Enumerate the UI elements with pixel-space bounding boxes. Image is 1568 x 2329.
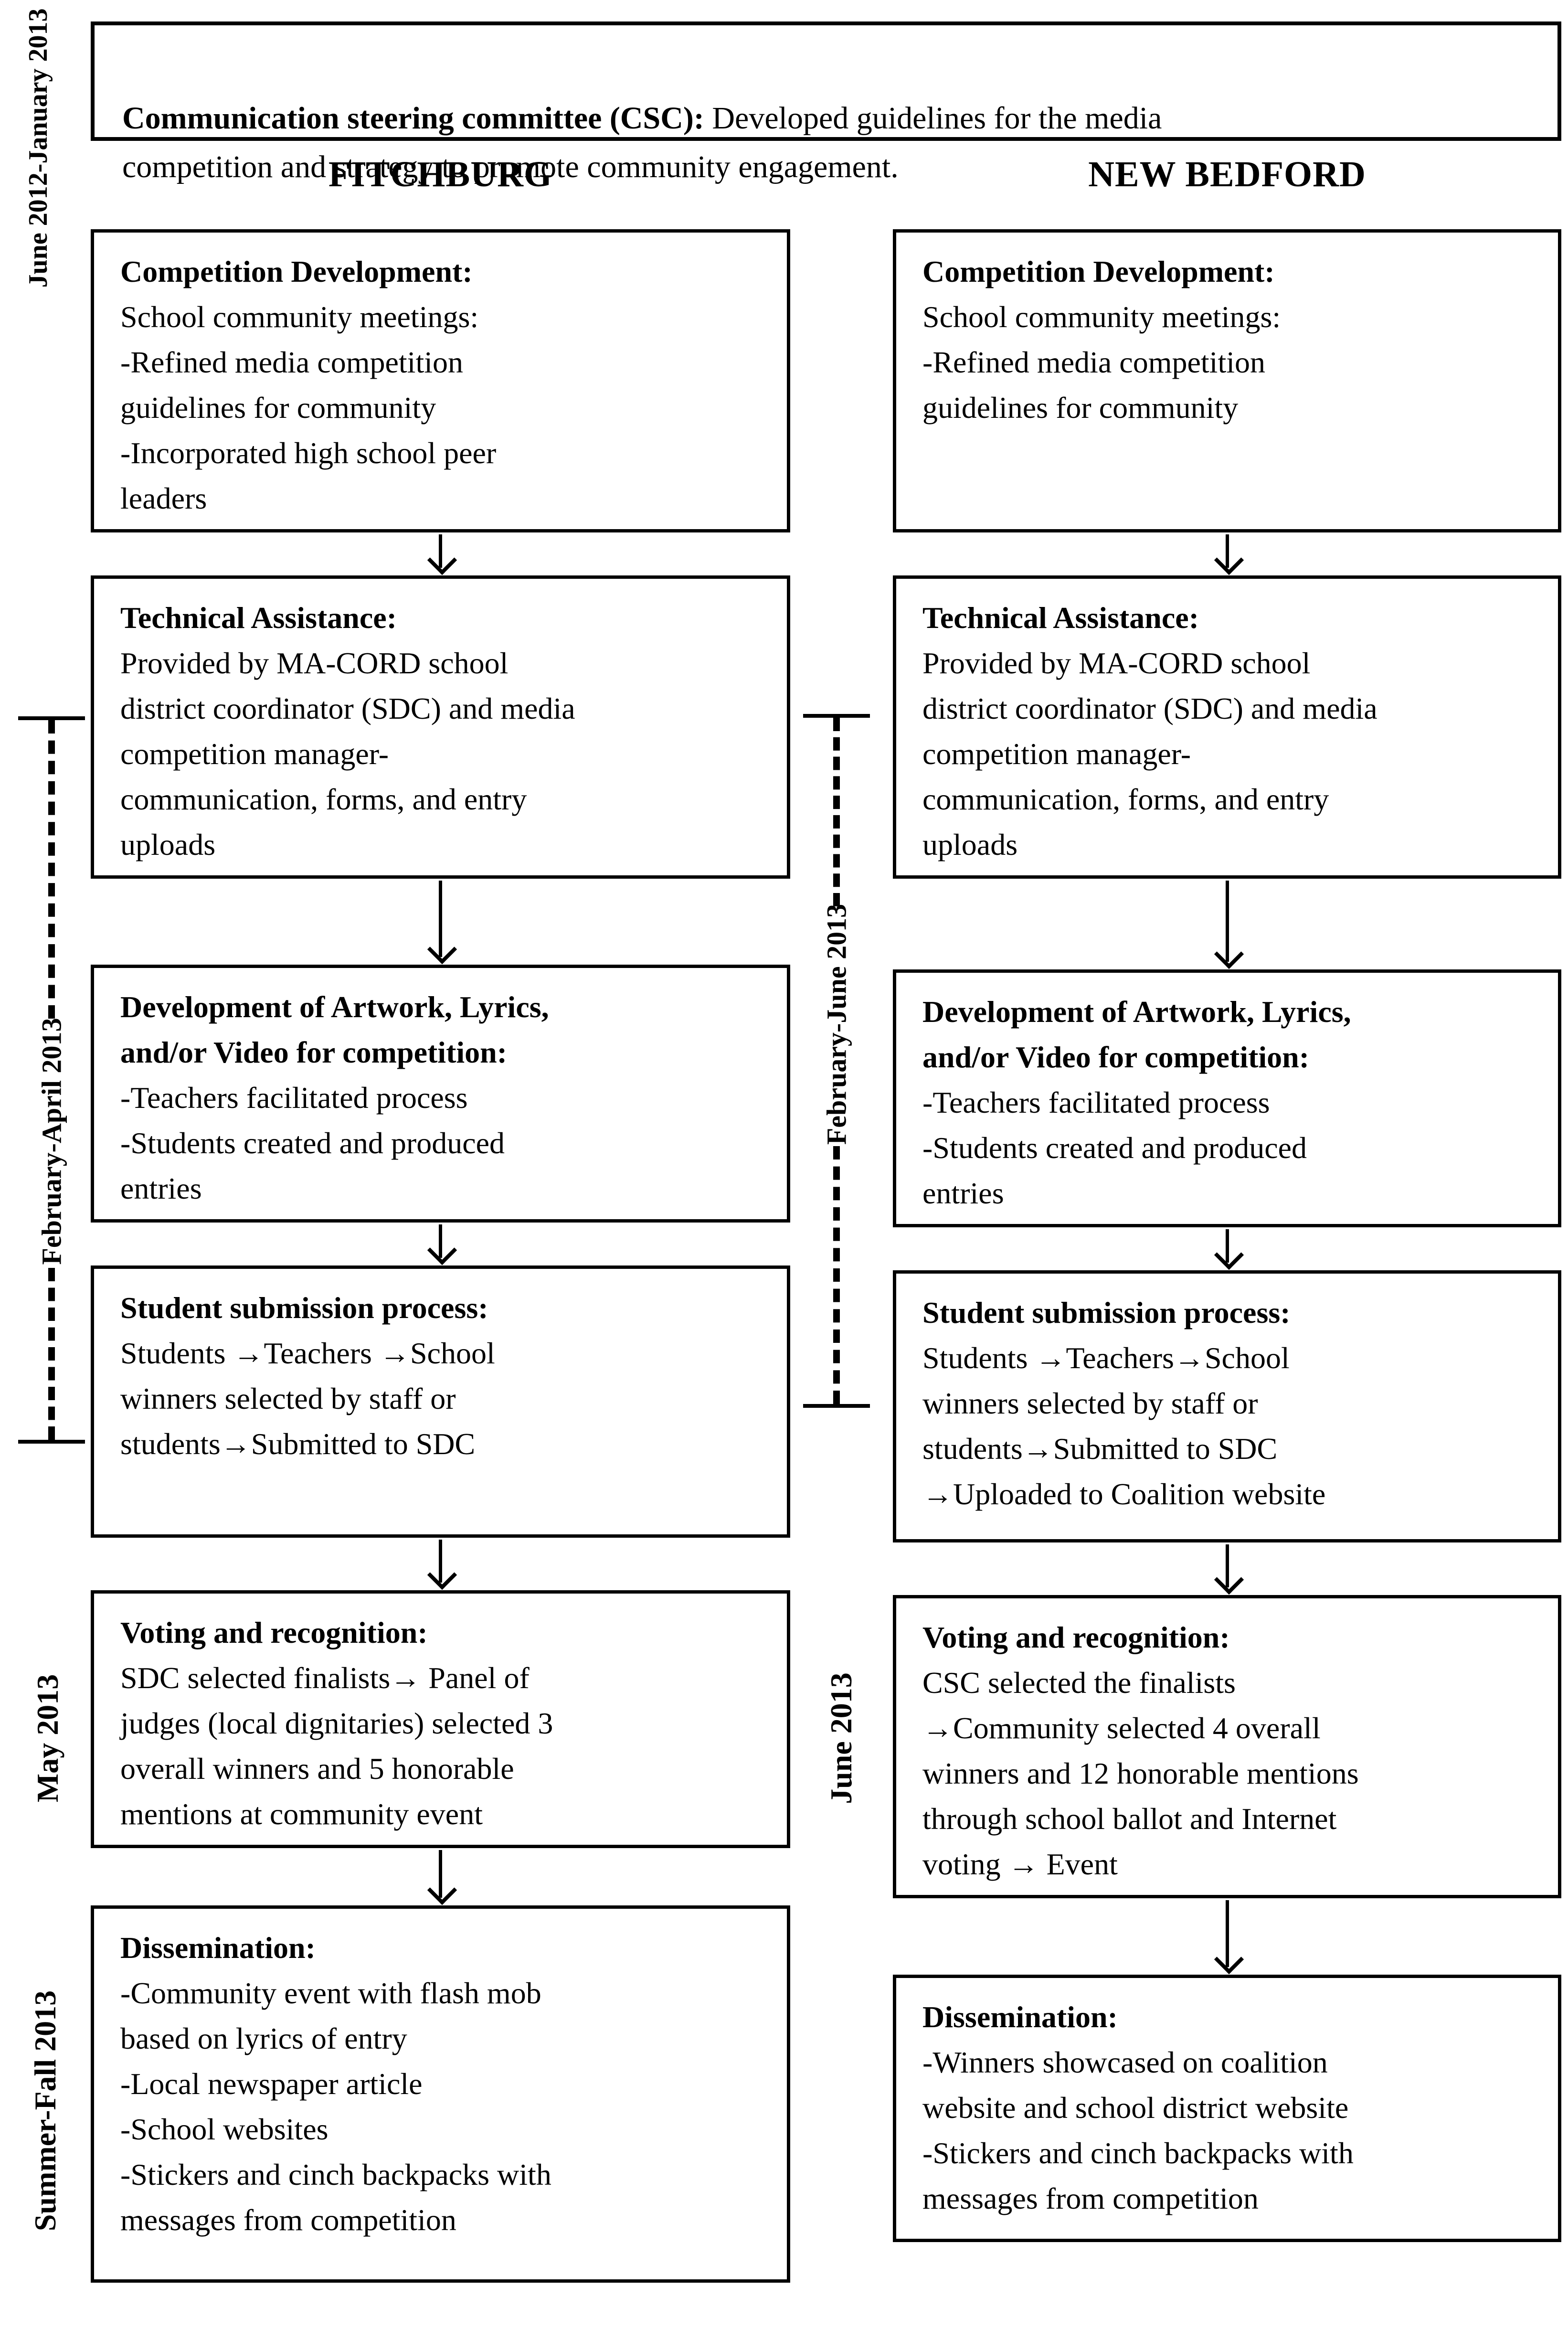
timeline-label-june2012-january2013: June 2012-January 2013: [23, 8, 53, 288]
csc-note-text: Developed guidelines for the media compe…: [122, 101, 1162, 184]
box-body: -Teachers facilitated process -Students …: [120, 1081, 505, 1205]
flow-arrow-down-icon: [439, 1850, 442, 1898]
csc-note-lead: Communication steering committee (CSC):: [122, 101, 704, 136]
box-title: Dissemination:: [120, 1931, 316, 1965]
box-title: Voting and recognition:: [922, 1620, 1230, 1654]
box-title: Dissemination:: [922, 2000, 1118, 2034]
csc-note-box: Communication steering committee (CSC): …: [91, 21, 1561, 184]
box-body: SDC selected finalists→ Panel of judges …: [120, 1661, 553, 1831]
flow-arrow-down-icon: [1226, 534, 1229, 568]
column-header-fitchburg: FITCHBURG: [328, 154, 553, 194]
flow-arrow-down-icon: [1226, 881, 1229, 962]
box-body: School community meetings: -Refined medi…: [922, 300, 1281, 425]
new-bedford-box-technical-assistance: Technical Assistance: Provided by MA-COR…: [893, 575, 1561, 879]
timeline-bracket-cap: [18, 1440, 85, 1444]
box-title: Voting and recognition:: [120, 1616, 428, 1649]
fitchburg-box-technical-assistance: Technical Assistance: Provided by MA-COR…: [91, 575, 790, 879]
timeline-label-may-2013: May 2013: [31, 1674, 64, 1803]
box-body: -Teachers facilitated process -Students …: [922, 1085, 1307, 1210]
timeline-bracket-cap: [803, 1404, 870, 1408]
box-body: -Community event with flash mob based on…: [120, 1976, 551, 2237]
flow-arrow-down-icon: [439, 881, 442, 957]
box-body: Provided by MA-CORD school district coor…: [120, 646, 575, 861]
box-body: Provided by MA-CORD school district coor…: [922, 646, 1377, 861]
box-body: -Winners showcased on coalition website …: [922, 2045, 1354, 2215]
box-title: Technical Assistance:: [120, 601, 397, 635]
fitchburg-box-voting-recognition: Voting and recognition: SDC selected fin…: [91, 1590, 790, 1848]
flow-arrow-down-icon: [1226, 1900, 1229, 1967]
timeline-bracket-rail: [48, 720, 55, 1019]
new-bedford-box-voting-recognition: Voting and recognition: CSC selected the…: [893, 1595, 1561, 1898]
fitchburg-box-dissemination: Dissemination: -Community event with fla…: [91, 1905, 790, 2283]
box-body: CSC selected the finalists →Community se…: [922, 1666, 1359, 1881]
new-bedford-box-dissemination: Dissemination: -Winners showcased on coa…: [893, 1975, 1561, 2242]
flow-arrow-down-icon: [439, 1224, 442, 1258]
box-body: School community meetings: -Refined medi…: [120, 300, 497, 515]
box-title: Competition Development:: [120, 255, 473, 288]
box-title: Technical Assistance:: [922, 601, 1199, 635]
new-bedford-box-development-artwork: Development of Artwork, Lyrics, and/or V…: [893, 969, 1561, 1227]
timeline-bracket-rail: [833, 1146, 840, 1404]
fitchburg-box-competition-development: Competition Development: School communit…: [91, 229, 790, 532]
timeline-bracket-cap: [18, 716, 85, 720]
fitchburg-box-student-submission: Student submission process: Students →Te…: [91, 1266, 790, 1538]
timeline-bracket-cap: [803, 714, 870, 718]
flow-arrow-down-icon: [1226, 1544, 1229, 1587]
flow-arrow-down-icon: [439, 534, 442, 568]
timeline-bracket-rail: [48, 1268, 55, 1440]
timeline-bracket-rail: [833, 718, 840, 906]
box-title: Development of Artwork, Lyrics, and/or V…: [922, 995, 1351, 1074]
box-body: Students →Teachers →School winners selec…: [120, 1336, 495, 1461]
timeline-label-summer-fall-2013: Summer-Fall 2013: [28, 1990, 62, 2232]
flow-arrow-down-icon: [1226, 1229, 1229, 1263]
flow-arrow-down-icon: [439, 1540, 442, 1583]
column-header-new-bedford: NEW BEDFORD: [1088, 154, 1366, 194]
new-bedford-box-competition-development: Competition Development: School communit…: [893, 229, 1561, 532]
timeline-label-june-2013: June 2013: [824, 1672, 858, 1804]
box-title: Competition Development:: [922, 255, 1275, 288]
box-title: Student submission process:: [922, 1296, 1291, 1329]
box-body: Students →Teachers→School winners select…: [922, 1341, 1326, 1511]
timeline-label-february-april-2013: February-April 2013: [36, 1018, 67, 1265]
box-title: Development of Artwork, Lyrics, and/or V…: [120, 990, 549, 1069]
new-bedford-box-student-submission: Student submission process: Students →Te…: [893, 1270, 1561, 1542]
timeline-label-february-june-2013: February-June 2013: [821, 904, 852, 1145]
box-title: Student submission process:: [120, 1291, 488, 1325]
fitchburg-box-development-artwork: Development of Artwork, Lyrics, and/or V…: [91, 965, 790, 1223]
